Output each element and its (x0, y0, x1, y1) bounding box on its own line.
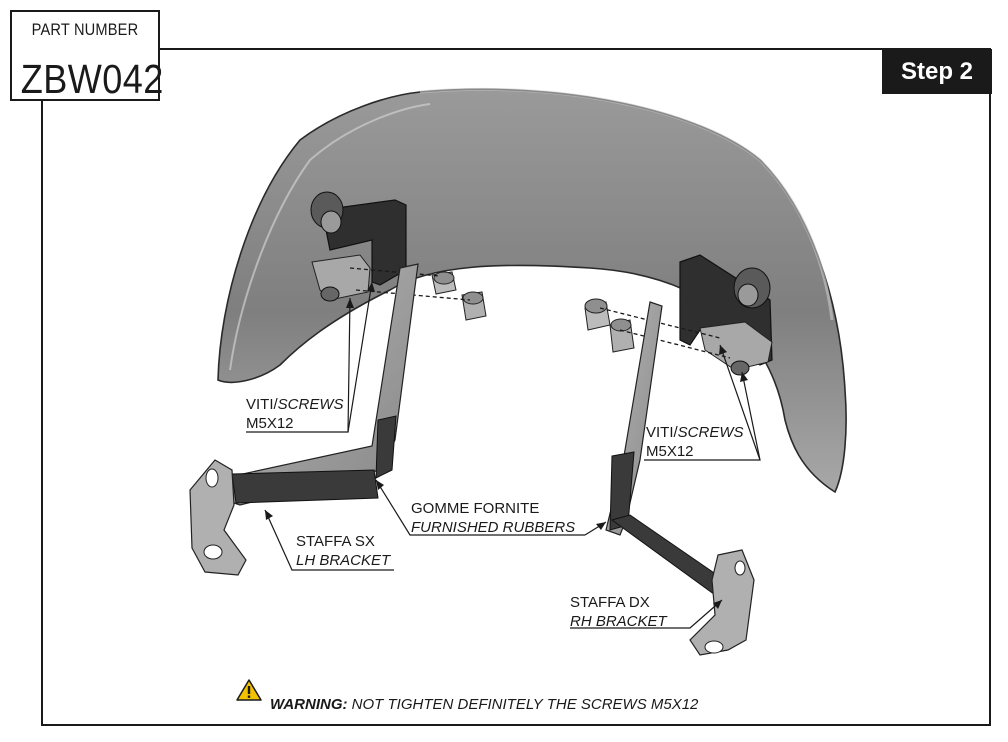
screws-left-it: VITI/ (246, 396, 278, 413)
screws-right-it: VITI/ (646, 424, 678, 441)
screws-left-size: M5X12 (246, 415, 294, 432)
warning-prefix: WARNING: (270, 696, 348, 713)
rubbers-en: FURNISHED RUBBERS (411, 519, 576, 536)
screws-right-size: M5X12 (646, 443, 694, 460)
lh-bracket-it: STAFFA SX (296, 533, 375, 550)
step-badge: Step 2 (882, 49, 992, 94)
callout-rubbers: GOMME FORNITE FURNISHED RUBBERS (411, 499, 575, 537)
part-number-value: ZBW042 (20, 56, 164, 102)
callout-screws-right: VITI/SCREWS M5X12 (646, 423, 744, 461)
rubbers-right (584, 298, 635, 353)
lh-bracket (189, 263, 419, 576)
warning-text: WARNING: NOT TIGHTEN DEFINITELY THE SCRE… (270, 696, 698, 713)
rh-bracket-en: RH BRACKET (570, 613, 667, 630)
diagram-frame (41, 48, 991, 726)
leader-lines (246, 281, 761, 629)
rh-bracket-it: STAFFA DX (570, 594, 650, 611)
right-mount (679, 254, 773, 376)
callout-screws-left: VITI/SCREWS M5X12 (246, 395, 344, 433)
screws-left-en: SCREWS (277, 396, 344, 413)
rubbers-it: GOMME FORNITE (411, 500, 540, 517)
leader-arrowheads (265, 282, 748, 609)
left-mount (310, 191, 407, 302)
rh-bracket (605, 301, 755, 656)
rubbers-left (431, 271, 487, 321)
part-number-box: PART NUMBER ZBW042 (10, 10, 164, 102)
screws-right-en: SCREWS (677, 424, 744, 441)
lh-bracket-en: LH BRACKET (296, 552, 391, 569)
warning-body: NOT TIGHTEN DEFINITELY THE SCREWS M5X12 (347, 696, 699, 713)
warning-triangle-icon (236, 679, 262, 701)
windshield (217, 87, 847, 494)
callout-lh-bracket: STAFFA SX LH BRACKET (296, 532, 390, 570)
part-number-label: PART NUMBER (31, 20, 139, 39)
callout-rh-bracket: STAFFA DX RH BRACKET (570, 593, 667, 631)
